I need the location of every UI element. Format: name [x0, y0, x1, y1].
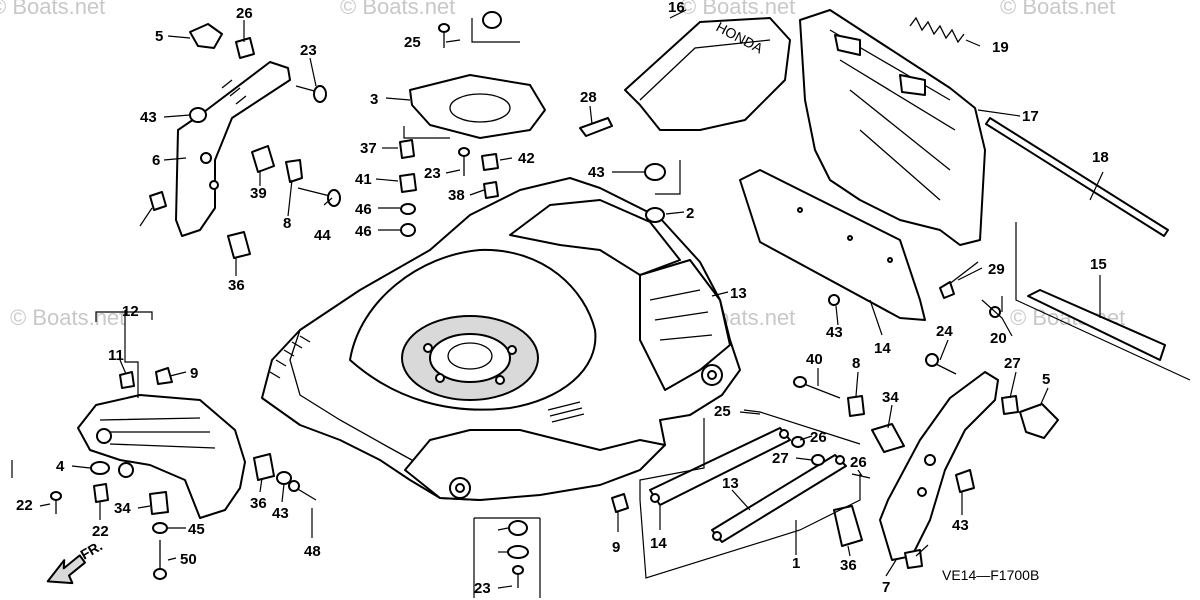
callout-label: 27 [772, 450, 789, 467]
callout-label: 23 [424, 165, 441, 182]
callout-label: 43 [140, 109, 157, 126]
callout-label: 9 [190, 365, 198, 382]
callout-label: 17 [1022, 108, 1039, 125]
callout-label: 22 [92, 523, 109, 540]
callout-label: 19 [992, 39, 1009, 56]
callout-label: 46 [355, 223, 372, 240]
callout-label: 13 [722, 475, 739, 492]
callout-label: 26 [236, 5, 253, 22]
callout-label: 7 [882, 579, 890, 596]
callout-label: 23 [474, 580, 491, 597]
leader-lines [11, 9, 1191, 598]
callout-label: 43 [588, 164, 605, 181]
callout-label: 34 [114, 500, 131, 517]
callout-label: 8 [283, 215, 291, 232]
callout-label: 15 [1090, 256, 1107, 273]
front-direction-indicator: FR. [46, 537, 105, 585]
callout-label: 36 [250, 495, 267, 512]
callout-label: 24 [936, 323, 953, 340]
side-panel [77, 394, 246, 519]
plate [1027, 289, 1166, 361]
callout-label: 43 [826, 324, 843, 341]
callout-label: 12 [122, 303, 139, 320]
callout-label: 1 [792, 555, 800, 572]
watermark: © Boats.net [0, 0, 105, 19]
baffle-plate [409, 74, 546, 139]
callout-label: 14 [874, 340, 891, 357]
callout-label: 20 [990, 330, 1007, 347]
callout-label: 2 [686, 205, 694, 222]
callout-label: 43 [272, 505, 289, 522]
figure-code: VE14—F1700B [942, 567, 1039, 583]
callout-label: 4 [56, 458, 65, 475]
callout-label: 50 [180, 551, 197, 568]
callout-label: 23 [300, 42, 317, 59]
grass-chute: HONDA [624, 17, 791, 131]
callout-label: 46 [355, 201, 372, 218]
callout-label: 29 [988, 261, 1005, 278]
callout-labels: 5 26 23 43 6 39 8 44 36 25 3 37 41 23 42… [16, 0, 1109, 597]
callout-label: 36 [228, 277, 245, 294]
callout-label: 34 [882, 389, 899, 406]
callout-label: 9 [612, 539, 620, 556]
callout-label: 6 [152, 152, 160, 169]
rear-flap [739, 169, 926, 321]
callout-label: 25 [404, 34, 421, 51]
callout-label: 43 [952, 517, 969, 534]
watermark: © Boats.net [1000, 0, 1115, 19]
spring [909, 16, 965, 44]
callout-label: 26 [850, 454, 867, 471]
left-height-adjuster [149, 23, 341, 259]
rod [985, 117, 1169, 237]
callout-label: 26 [810, 429, 827, 446]
callout-label: 41 [355, 171, 372, 188]
callout-label: 5 [1042, 371, 1050, 388]
callout-label: 16 [668, 0, 685, 16]
callout-label: 8 [852, 355, 860, 372]
watermark: © Boats.net [10, 305, 125, 330]
callout-label: 3 [370, 91, 378, 108]
callout-label: 37 [360, 140, 377, 157]
callout-label: 45 [188, 521, 205, 538]
mower-deck-illustration [261, 177, 741, 501]
callout-label: 5 [155, 28, 163, 45]
callout-label: 48 [304, 543, 321, 560]
watermark: © Boats.net [680, 0, 795, 19]
callout-label: 42 [518, 150, 535, 167]
callout-label: 11 [108, 347, 124, 364]
callout-label: 44 [314, 227, 331, 244]
callout-label: 40 [806, 351, 823, 368]
callout-label: 22 [16, 497, 33, 514]
callout-label: 28 [580, 89, 597, 106]
callout-label: 13 [730, 285, 747, 302]
callout-label: 25 [714, 403, 731, 420]
right-height-adjuster [833, 371, 1059, 569]
callout-label: 36 [840, 557, 857, 574]
links [649, 427, 847, 543]
callout-label: 38 [448, 187, 465, 204]
watermark: © Boats.net [340, 0, 455, 19]
callout-label: 18 [1092, 149, 1109, 166]
callout-label: 27 [1004, 355, 1021, 372]
grass-bag-frame [799, 9, 986, 246]
callout-label: 14 [650, 535, 667, 552]
callout-label: 39 [250, 185, 267, 202]
